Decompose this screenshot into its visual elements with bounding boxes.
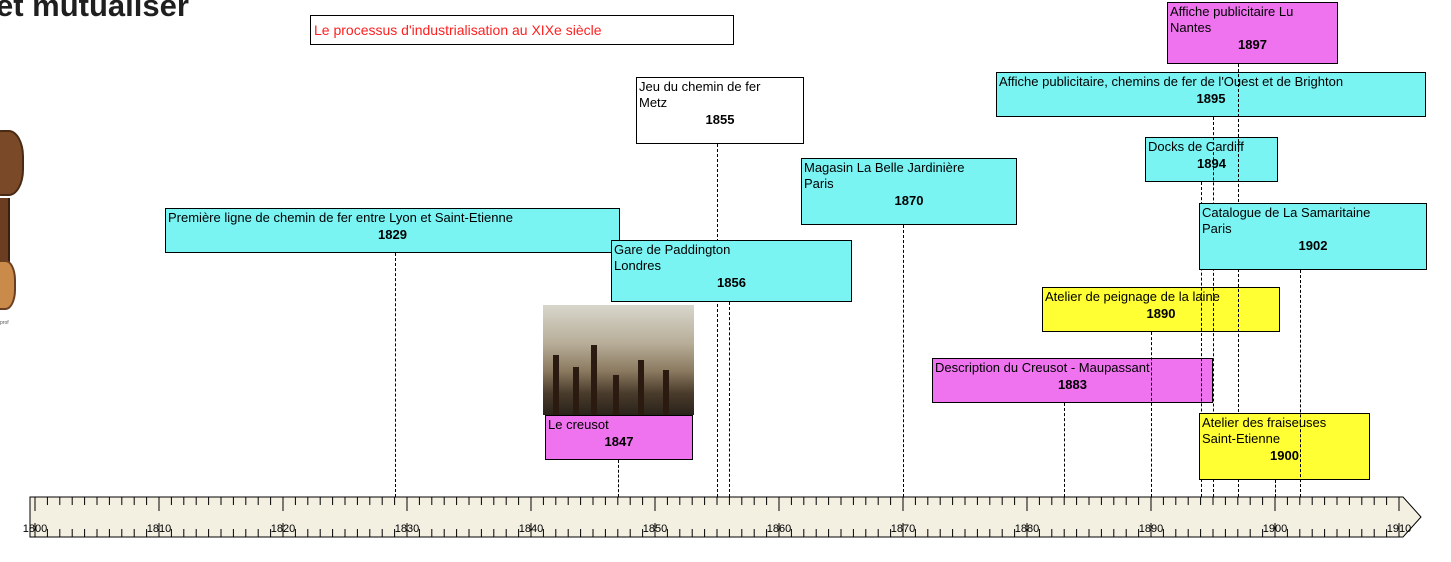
axis-label-1880: 1880 xyxy=(1014,523,1040,535)
event-connector-1870 xyxy=(903,225,904,497)
event-1883[interactable]: Description du Creusot - Maupassant 1883 xyxy=(932,358,1213,403)
timeline-arrow xyxy=(29,496,1422,538)
event-text: Nantes xyxy=(1170,20,1212,35)
event-year: 1894 xyxy=(1197,156,1226,171)
event-text: Magasin La Belle Jardinière xyxy=(804,160,965,175)
event-text: Atelier de peignage de la laine xyxy=(1045,289,1220,304)
event-year: 1895 xyxy=(1196,91,1226,106)
event-year: 1870 xyxy=(894,193,924,208)
event-year: 1847 xyxy=(604,434,634,449)
event-text: Gare de Paddington xyxy=(614,242,731,257)
event-1829[interactable]: Première ligne de chemin de fer entre Ly… xyxy=(165,208,620,253)
event-year: 1897 xyxy=(1238,37,1267,52)
event-connector-1895 xyxy=(1213,117,1214,497)
avatar-hand xyxy=(0,260,16,310)
avatar-head xyxy=(0,130,24,196)
event-text: Saint-Etienne xyxy=(1202,431,1281,446)
le-creusot-photo[interactable] xyxy=(543,305,694,415)
event-1895[interactable]: Affiche publicitaire, chemins de fer de … xyxy=(996,72,1426,117)
axis-label-1890: 1890 xyxy=(1138,523,1164,535)
event-text: Atelier des fraiseuses xyxy=(1202,415,1327,430)
page-heading: et mutualiser xyxy=(0,0,189,23)
event-year: 1900 xyxy=(1270,448,1299,463)
event-year: 1856 xyxy=(717,275,746,290)
event-text: Le creusot xyxy=(548,417,609,432)
event-text: Londres xyxy=(614,258,661,273)
axis-label-1860: 1860 xyxy=(766,523,792,535)
axis-label-1810: 1810 xyxy=(146,523,172,535)
avatar-body xyxy=(0,198,10,298)
event-text: Metz xyxy=(639,95,668,110)
timeline-axis xyxy=(29,496,1422,538)
axis-label-1870: 1870 xyxy=(890,523,916,535)
event-connector-1900 xyxy=(1275,480,1276,497)
event-year: 1855 xyxy=(705,112,735,127)
event-text: Affiche publicitaire, chemins de fer de … xyxy=(999,74,1344,89)
event-year: 1883 xyxy=(1058,377,1087,392)
event-connector-1883 xyxy=(1064,403,1065,497)
axis-label-1850: 1850 xyxy=(642,523,668,535)
axis-label-1840: 1840 xyxy=(518,523,544,535)
axis-label-1910: 1910 xyxy=(1386,523,1412,535)
event-connector-1890 xyxy=(1151,332,1152,497)
event-text: Description du Creusot - Maupassant xyxy=(935,360,1150,375)
event-year: 1890 xyxy=(1146,306,1176,321)
event-1890[interactable]: Atelier de peignage de la laine 1890 xyxy=(1042,287,1280,332)
event-text: Première ligne de chemin de fer entre Ly… xyxy=(168,210,513,225)
event-connector-1856 xyxy=(729,302,730,497)
axis-label-1820: 1820 xyxy=(270,523,296,535)
event-text: Docks de Cardiff xyxy=(1148,139,1244,154)
event-connector-1897 xyxy=(1238,64,1239,497)
event-1894[interactable]: Docks de Cardiff 1894 xyxy=(1145,137,1278,182)
event-text: Catalogue de La Samaritaine xyxy=(1202,205,1371,220)
event-connector-1829 xyxy=(395,253,396,497)
event-year: 1829 xyxy=(378,227,407,242)
event-year: 1902 xyxy=(1298,238,1328,253)
event-connector-1855 xyxy=(717,144,718,497)
event-text: Jeu du chemin de fer xyxy=(639,79,761,94)
event-connector-1847 xyxy=(618,460,619,497)
event-text: Paris xyxy=(1202,221,1232,236)
axis-label-1900: 1900 xyxy=(1262,523,1288,535)
event-connector-1894 xyxy=(1201,182,1202,497)
timeline-title: Le processus d'industrialisation au XIXe… xyxy=(310,15,734,45)
event-text: Affiche publicitaire Lu xyxy=(1170,4,1294,19)
axis-label-1800: 1800 xyxy=(22,523,48,535)
event-text: Paris xyxy=(804,176,834,191)
event-connector-1902 xyxy=(1300,270,1301,497)
avatar-caption: prof xyxy=(0,320,9,326)
avatar: prof xyxy=(0,120,24,330)
axis-label-1830: 1830 xyxy=(394,523,420,535)
event-1847[interactable]: Le creusot 1847 xyxy=(545,415,693,460)
